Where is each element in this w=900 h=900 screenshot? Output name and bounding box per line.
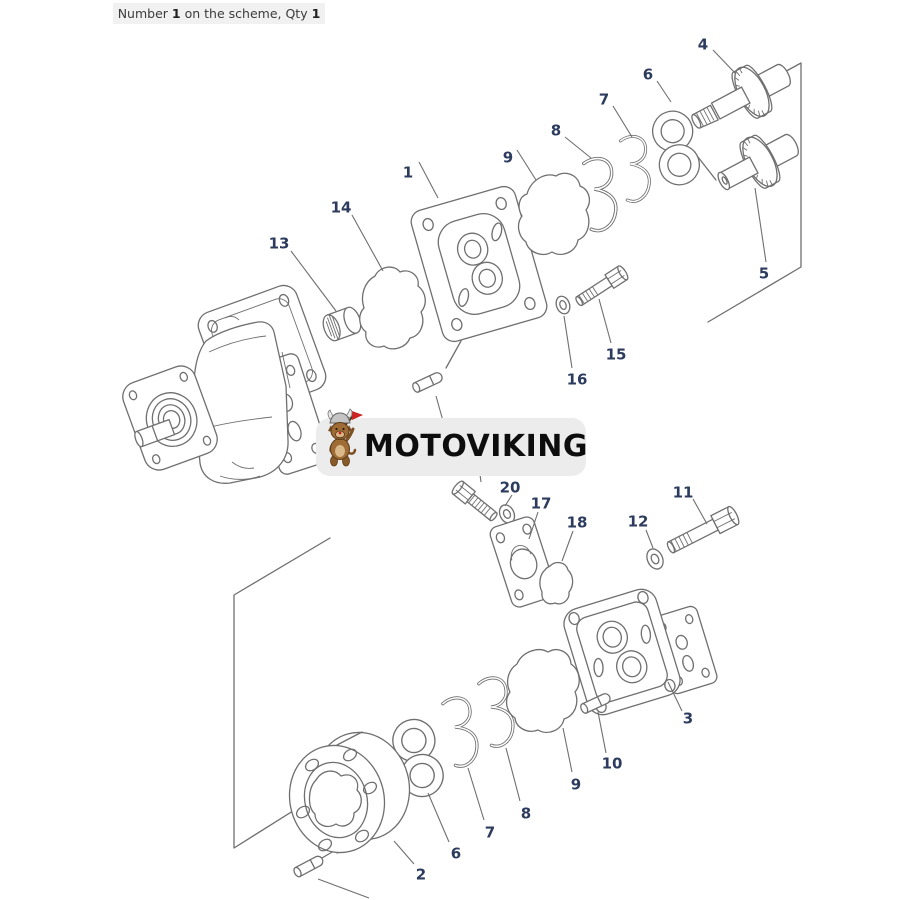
pump-assembly — [122, 284, 330, 484]
pump-shaft — [134, 418, 176, 448]
part-6-bushing-plate-lower — [392, 718, 444, 798]
callout-leader-13 — [290, 250, 337, 312]
callout-11: 11 — [673, 484, 694, 502]
logo-text: MOTOVIKING — [364, 429, 589, 464]
callout-8: 8 — [551, 122, 561, 140]
callout-15: 15 — [606, 346, 627, 364]
callout-17: 17 — [531, 495, 552, 513]
part-7-snap-ring-upper — [618, 134, 651, 203]
callout-leader-20 — [504, 494, 513, 507]
part-1-cover-plate — [410, 185, 548, 343]
viking-dog-mascot-icon — [327, 408, 363, 467]
callout-5: 5 — [759, 265, 769, 283]
part-8-snap-ring-lower — [477, 676, 515, 748]
part-10-pin — [580, 693, 611, 714]
callout-leader-9 — [516, 149, 537, 181]
callout-8: 8 — [521, 805, 531, 823]
callout-4: 4 — [698, 36, 708, 54]
part-8-snap-ring-upper — [582, 156, 618, 233]
callout-leader-4 — [712, 49, 737, 75]
part-7-snap-ring-lower — [441, 696, 479, 768]
callout-3: 3 — [683, 710, 693, 728]
part-6-bushing-plate-upper — [651, 110, 701, 186]
callout-leader-16 — [563, 315, 573, 369]
part-5-gear-shaft — [717, 133, 799, 191]
callout-leader-1 — [418, 161, 439, 199]
callout-6: 6 — [451, 845, 461, 863]
part-11-bolt — [666, 505, 740, 554]
part-14-gasket — [359, 266, 426, 350]
callout-18: 18 — [567, 514, 588, 532]
part-2-flange — [288, 731, 411, 854]
frame-lower-left — [233, 537, 331, 849]
callout-leader-3 — [667, 681, 683, 712]
callout-16: 16 — [567, 371, 588, 389]
callout-leader-17 — [528, 511, 539, 540]
part-9-gasket-upper — [517, 172, 591, 256]
callout-leader-11 — [692, 498, 708, 525]
part-16-washer — [555, 295, 571, 315]
callout-13: 13 — [269, 235, 290, 253]
callout-leader-9 — [562, 727, 573, 773]
callout-10: 10 — [602, 755, 623, 773]
callout-leader-2 — [393, 840, 415, 865]
callout-leader-8 — [564, 136, 592, 159]
callout-20: 20 — [500, 479, 521, 497]
callout-12: 12 — [628, 513, 649, 531]
part-9-gasket-lower — [505, 649, 580, 734]
callout-leader-7 — [467, 767, 485, 821]
part-18-gasket — [539, 561, 574, 605]
callout-2: 2 — [416, 866, 426, 884]
callout-14: 14 — [331, 199, 352, 217]
callout-leader-7 — [612, 105, 633, 138]
callout-leader-18 — [561, 530, 574, 562]
motoviking-logo: MOTOVIKING — [316, 408, 589, 476]
callout-leader-8 — [505, 747, 521, 802]
callout-7: 7 — [485, 824, 495, 842]
callout-leader-15 — [598, 298, 612, 344]
callout-6: 6 — [643, 66, 653, 84]
part-13-bearing — [322, 306, 362, 342]
pump-housing — [193, 315, 291, 484]
bolt-near-logo — [451, 480, 498, 522]
part-3-body-plate — [563, 588, 681, 716]
callout-leader-10 — [597, 711, 607, 754]
note-text: Number — [117, 6, 168, 21]
part-15-bolt — [575, 265, 629, 307]
dowel-pin-upper — [412, 372, 443, 393]
callout-9: 9 — [503, 149, 513, 167]
callout-7: 7 — [599, 91, 609, 109]
callout-9: 9 — [571, 776, 581, 794]
callout-leader-12 — [645, 529, 654, 549]
callout-leader-5 — [754, 187, 767, 263]
callout-leader-6 — [656, 80, 672, 103]
callout-leader-6 — [427, 792, 450, 843]
part-12-washer — [646, 548, 664, 570]
part-4-gear-shaft — [691, 63, 791, 129]
part-20-washer — [498, 504, 516, 524]
callout-leader-14 — [351, 214, 384, 272]
callout-1: 1 — [403, 164, 413, 182]
dowel-pin-lower — [293, 855, 324, 878]
